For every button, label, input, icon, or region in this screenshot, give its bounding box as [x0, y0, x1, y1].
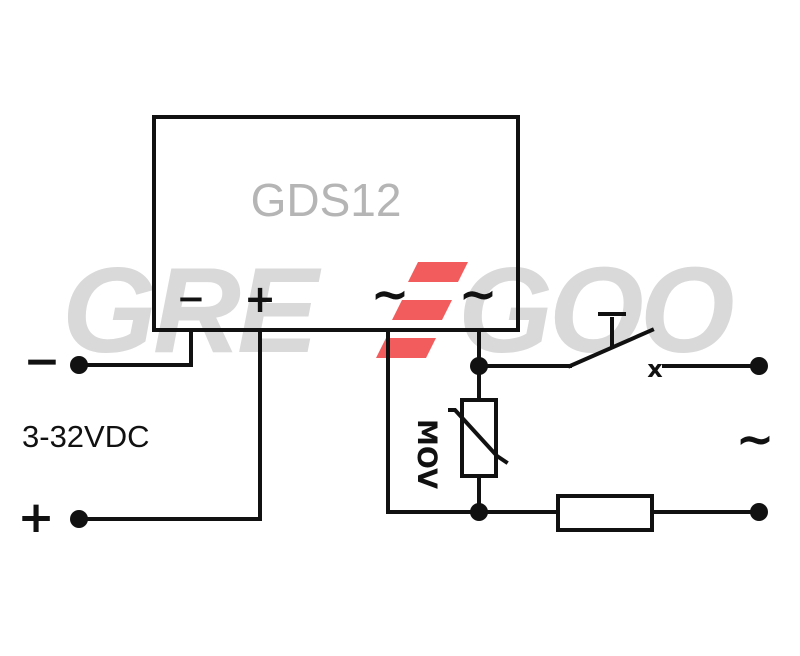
dc-plus-wire	[77, 328, 262, 521]
watermark-mark-bar-top	[408, 262, 468, 282]
load-resistor	[556, 494, 654, 532]
terminal-ac-2-label: ~	[459, 267, 498, 321]
ac-terminal-1-wire	[386, 328, 481, 514]
relay-body	[152, 115, 520, 332]
terminal-plus-label: +	[244, 277, 276, 321]
dc-plus-terminal-dot	[70, 510, 88, 528]
dc-input-wiring	[70, 328, 262, 528]
mov-label: MOV	[411, 419, 442, 489]
terminal-ac-1-label: ~	[371, 267, 410, 321]
ac-output-top-dot	[750, 357, 768, 375]
ac-side-wiring: x	[386, 312, 768, 532]
ac-output-bottom-dot	[750, 503, 768, 521]
voltage-range-label: 3-32VDC	[22, 419, 150, 454]
watermark-brand-right: GOO	[458, 242, 733, 378]
mov-varistor-diagonal	[448, 408, 509, 465]
watermark-mark-bar-middle	[392, 300, 452, 320]
dc-plus-symbol: +	[18, 492, 55, 543]
dc-minus-symbol: −	[24, 336, 61, 387]
dc-minus-terminal-dot	[70, 356, 88, 374]
terminal-minus-label: −	[177, 279, 206, 319]
watermark-brand-left: GRE	[62, 242, 322, 378]
dc-minus-wire	[77, 328, 193, 367]
switch-contact-x-mark: x	[647, 355, 663, 383]
model-label: GDS12	[251, 174, 402, 226]
watermark-equals-mark	[376, 262, 468, 358]
ac-supply-symbol: ~	[736, 412, 775, 466]
watermark-mark-bar-bottom	[376, 338, 436, 358]
